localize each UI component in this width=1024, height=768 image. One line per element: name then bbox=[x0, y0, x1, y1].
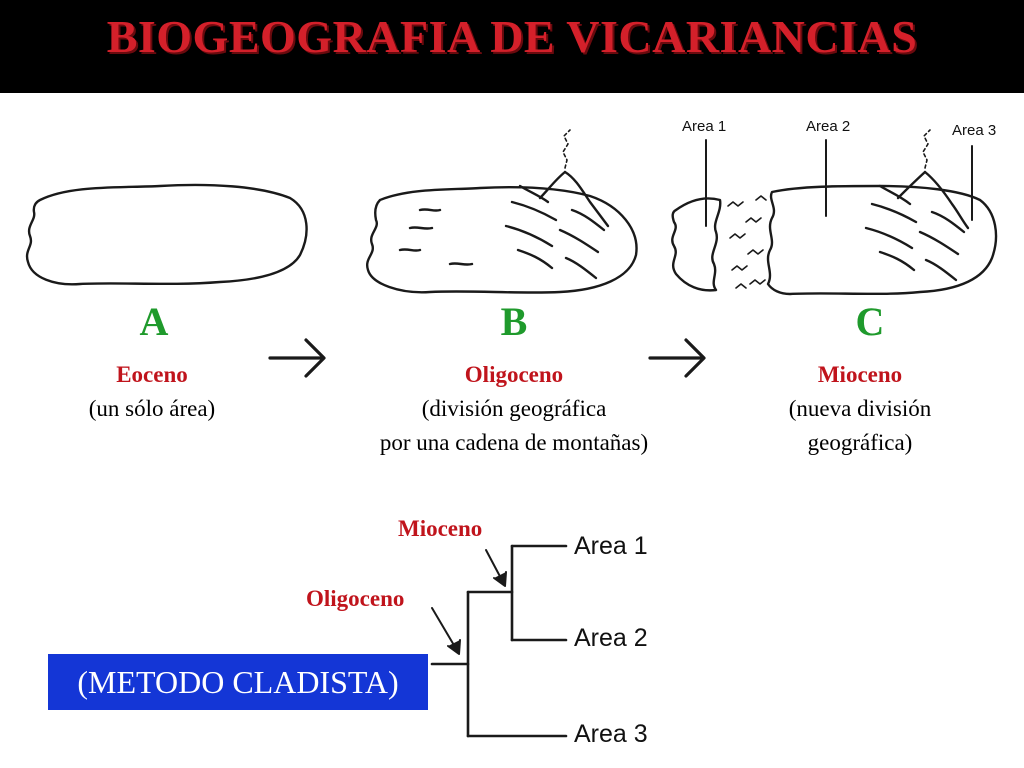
landmass-c-west bbox=[671, 197, 722, 292]
cladogram-leaf-area-1: Area 1 bbox=[574, 532, 648, 560]
stage-period-b: Oligoceno bbox=[464, 362, 564, 387]
water-marks-c bbox=[727, 195, 767, 289]
mountains-b bbox=[504, 129, 610, 280]
stage-period-a: Eoceno bbox=[116, 362, 188, 387]
cladogram-label-mioceno: Mioceno bbox=[398, 516, 483, 541]
method-label-box: (METODO CLADISTA) bbox=[48, 654, 428, 710]
arrow-b-to-c-icon bbox=[648, 338, 706, 378]
stage-description-c-line-1: (nueva división bbox=[788, 396, 932, 421]
cladogram-label-oligoceno: Oligoceno bbox=[306, 586, 405, 611]
stage-description-c: (nueva división geográfica) bbox=[750, 392, 970, 460]
map-label-area-1: Area 1 bbox=[682, 118, 727, 135]
stage-description-b: (división geográfica por una cadena de m… bbox=[334, 392, 694, 460]
landmass-a bbox=[25, 183, 308, 286]
title-bar bbox=[0, 0, 1024, 93]
oligoceno-pointer-icon bbox=[431, 607, 461, 655]
cladogram-tree bbox=[430, 544, 568, 738]
page-title: BIOGEOGRAFIA DE VICARIANCIAS bbox=[106, 11, 918, 62]
stage-letter-c: C bbox=[855, 299, 885, 344]
stage-letter-a: A bbox=[139, 299, 169, 344]
stage-description-c-line-2: geográfica) bbox=[807, 430, 913, 455]
cladogram-leaf-area-3: Area 3 bbox=[574, 720, 648, 748]
stage-period-c: Mioceno bbox=[817, 362, 903, 387]
stage-description-a: (un sólo área) bbox=[52, 392, 252, 426]
mountains-c bbox=[864, 129, 970, 282]
map-label-area-3: Area 3 bbox=[952, 122, 997, 139]
stage-letter-b: B bbox=[500, 299, 528, 344]
stage-description-a-line-1: (un sólo área) bbox=[88, 396, 216, 421]
map-label-area-2: Area 2 bbox=[806, 118, 851, 135]
stage-description-b-line-2: por una cadena de montañas) bbox=[379, 430, 649, 455]
stage-description-b-line-1: (división geográfica bbox=[421, 396, 607, 421]
coast-lines-b bbox=[398, 208, 474, 266]
mioceno-pointer-icon bbox=[485, 549, 507, 587]
landmass-c-east bbox=[766, 184, 998, 296]
cladogram-leaf-area-2: Area 2 bbox=[574, 624, 648, 652]
landmass-b bbox=[365, 186, 638, 294]
arrow-a-to-b-icon bbox=[268, 338, 326, 378]
